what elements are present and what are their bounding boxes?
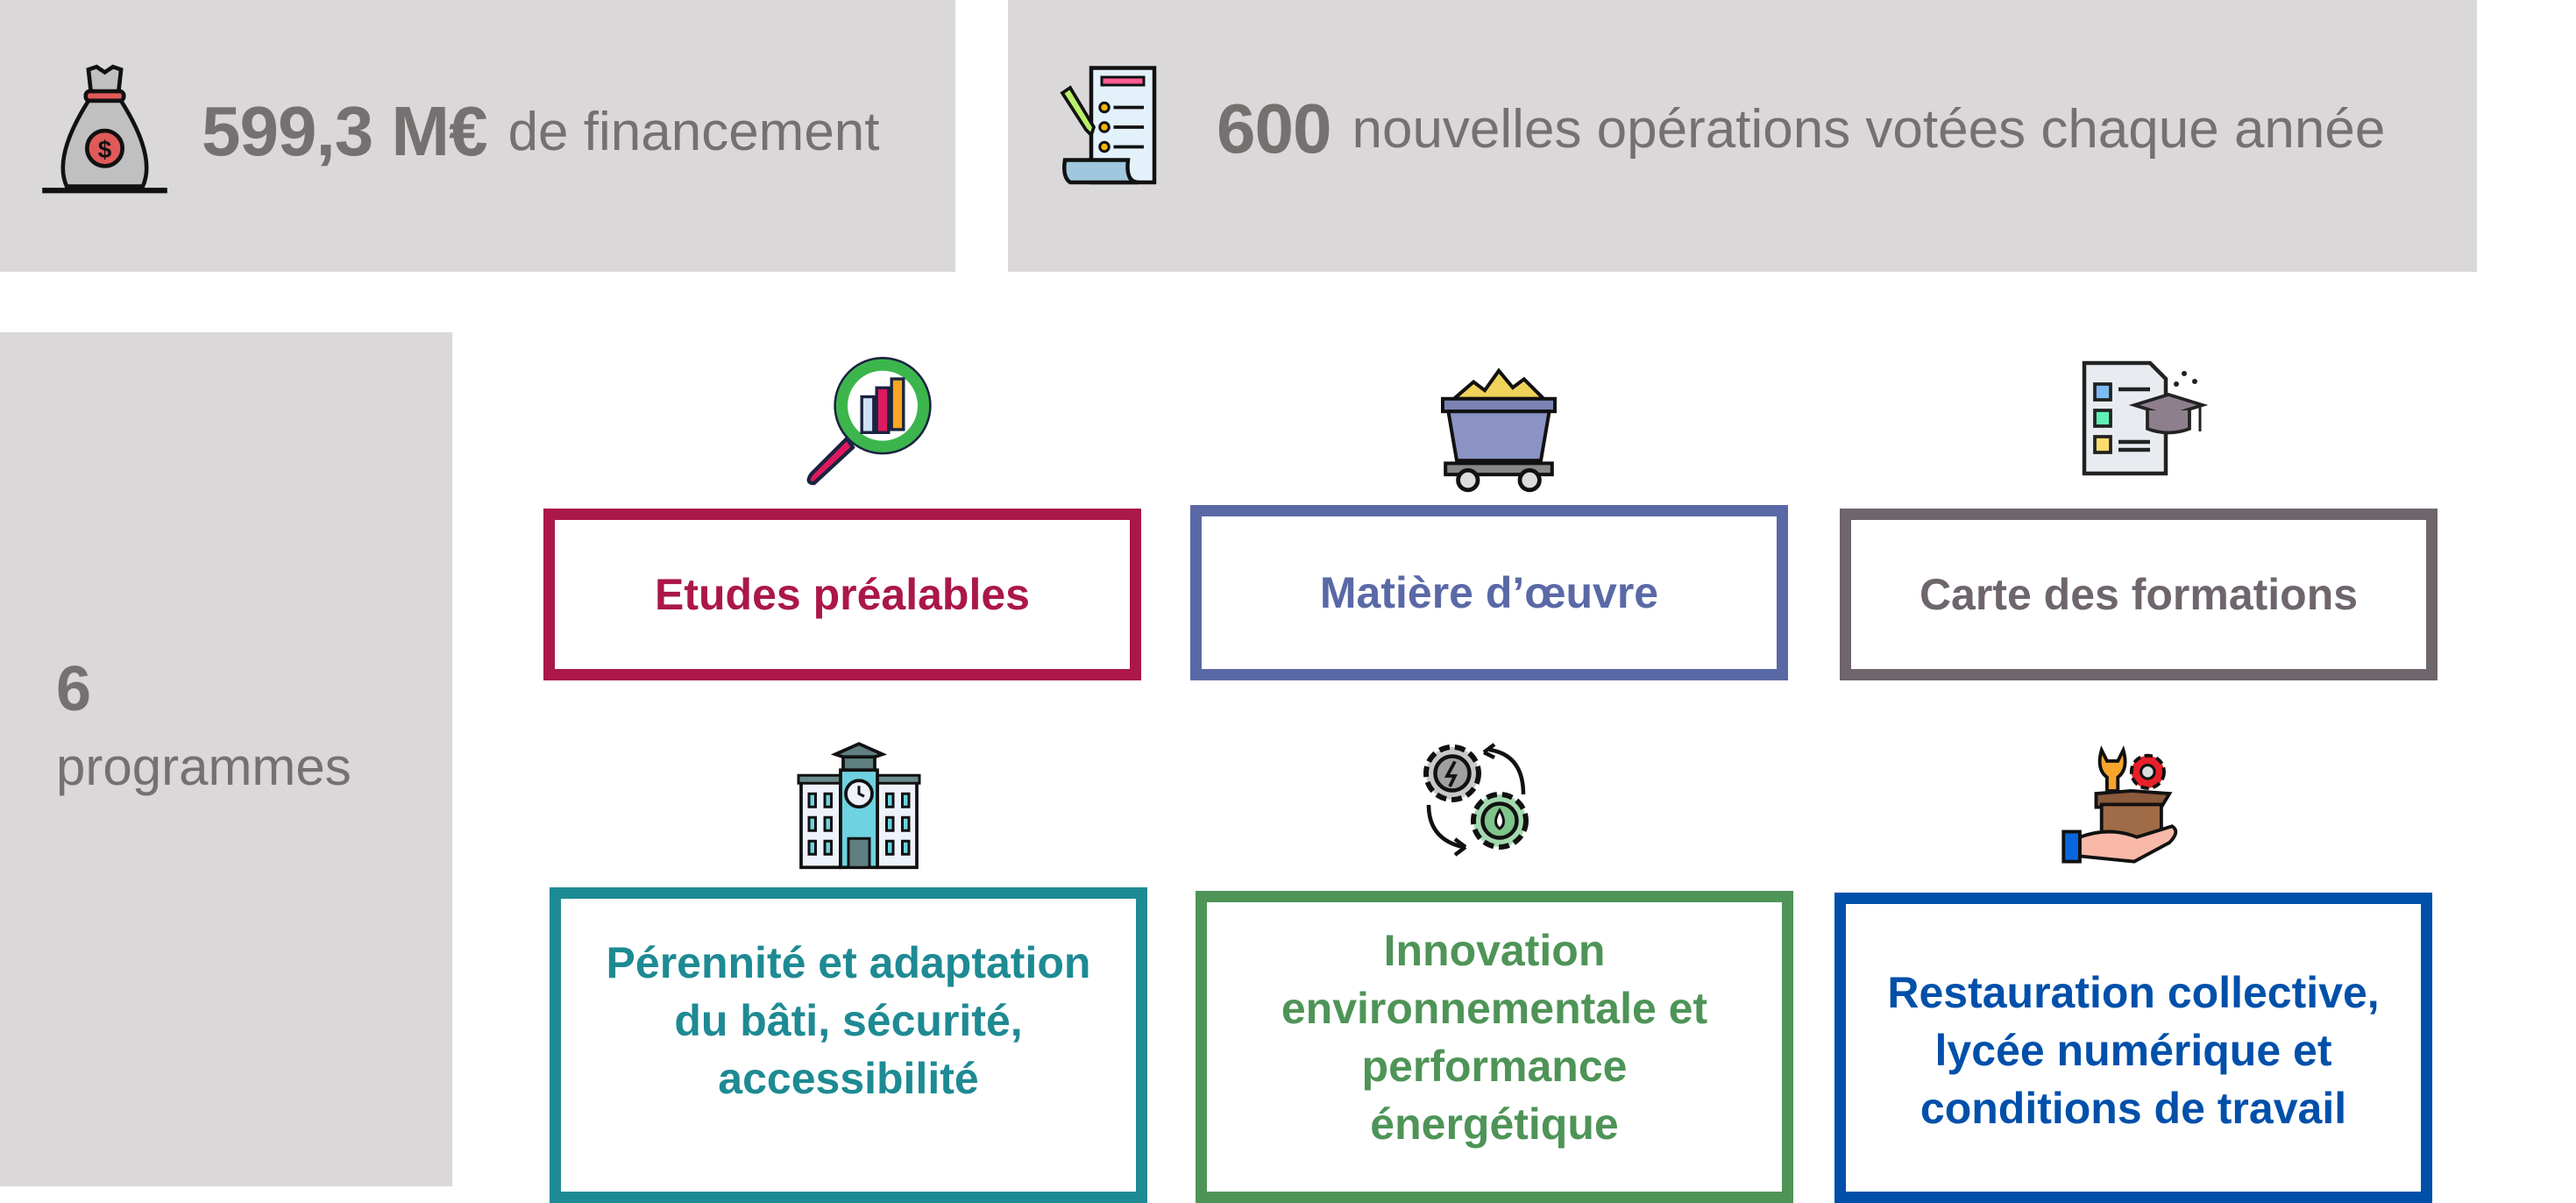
school-building-icon bbox=[797, 742, 921, 870]
programme-label: Pérennité et adaptation du bâti, sécurit… bbox=[606, 938, 1091, 1103]
programme-label: Matière d’œuvre bbox=[1319, 568, 1659, 617]
programme-label: Carte des formations bbox=[1919, 570, 2359, 619]
funding-label: de financement bbox=[507, 101, 880, 162]
programme-label: Restauration collective, lycée numérique… bbox=[1887, 968, 2380, 1133]
operations-value: 600 bbox=[1217, 89, 1331, 167]
funding-panel bbox=[0, 0, 955, 272]
document-graduation-cap-icon bbox=[2082, 360, 2209, 476]
programme-perennite-bati: Pérennité et adaptation du bâti, sécurit… bbox=[550, 887, 1147, 1203]
operations-stat: 600 nouvelles opérations votées chaque a… bbox=[1217, 81, 2385, 177]
programme-matiere-oeuvre: Matière d’œuvre bbox=[1190, 505, 1788, 680]
operations-panel bbox=[1008, 0, 2477, 272]
checklist-document-icon bbox=[1060, 66, 1157, 185]
hand-box-tools-icon bbox=[2062, 745, 2178, 864]
programme-carte-formations: Carte des formations bbox=[1840, 509, 2438, 680]
programme-restauration-collective: Restauration collective, lycée numérique… bbox=[1834, 893, 2432, 1203]
programme-etudes-prealables: Etudes préalables bbox=[543, 509, 1141, 680]
funding-stat: 599,3 M€ de financement bbox=[202, 83, 880, 180]
programmes-count-panel bbox=[0, 332, 452, 1186]
mine-cart-icon bbox=[1441, 367, 1557, 493]
magnifier-chart-icon bbox=[806, 357, 932, 486]
programme-label: Innovation environnementale et performan… bbox=[1281, 926, 1708, 1149]
money-bag-icon: $ bbox=[42, 64, 167, 194]
funding-value: 599,3 M€ bbox=[202, 92, 488, 170]
operations-label: nouvelles opérations votées chaque année bbox=[1352, 98, 2386, 160]
programme-label: Etudes préalables bbox=[655, 570, 1030, 619]
energy-gears-cycle-icon bbox=[1423, 743, 1529, 857]
programmes-count-label: programmes bbox=[56, 737, 351, 796]
programmes-count-value: 6 bbox=[56, 654, 92, 724]
svg-text:$: $ bbox=[98, 136, 112, 163]
programme-innovation-environnementale: Innovation environnementale et performan… bbox=[1196, 891, 1793, 1203]
